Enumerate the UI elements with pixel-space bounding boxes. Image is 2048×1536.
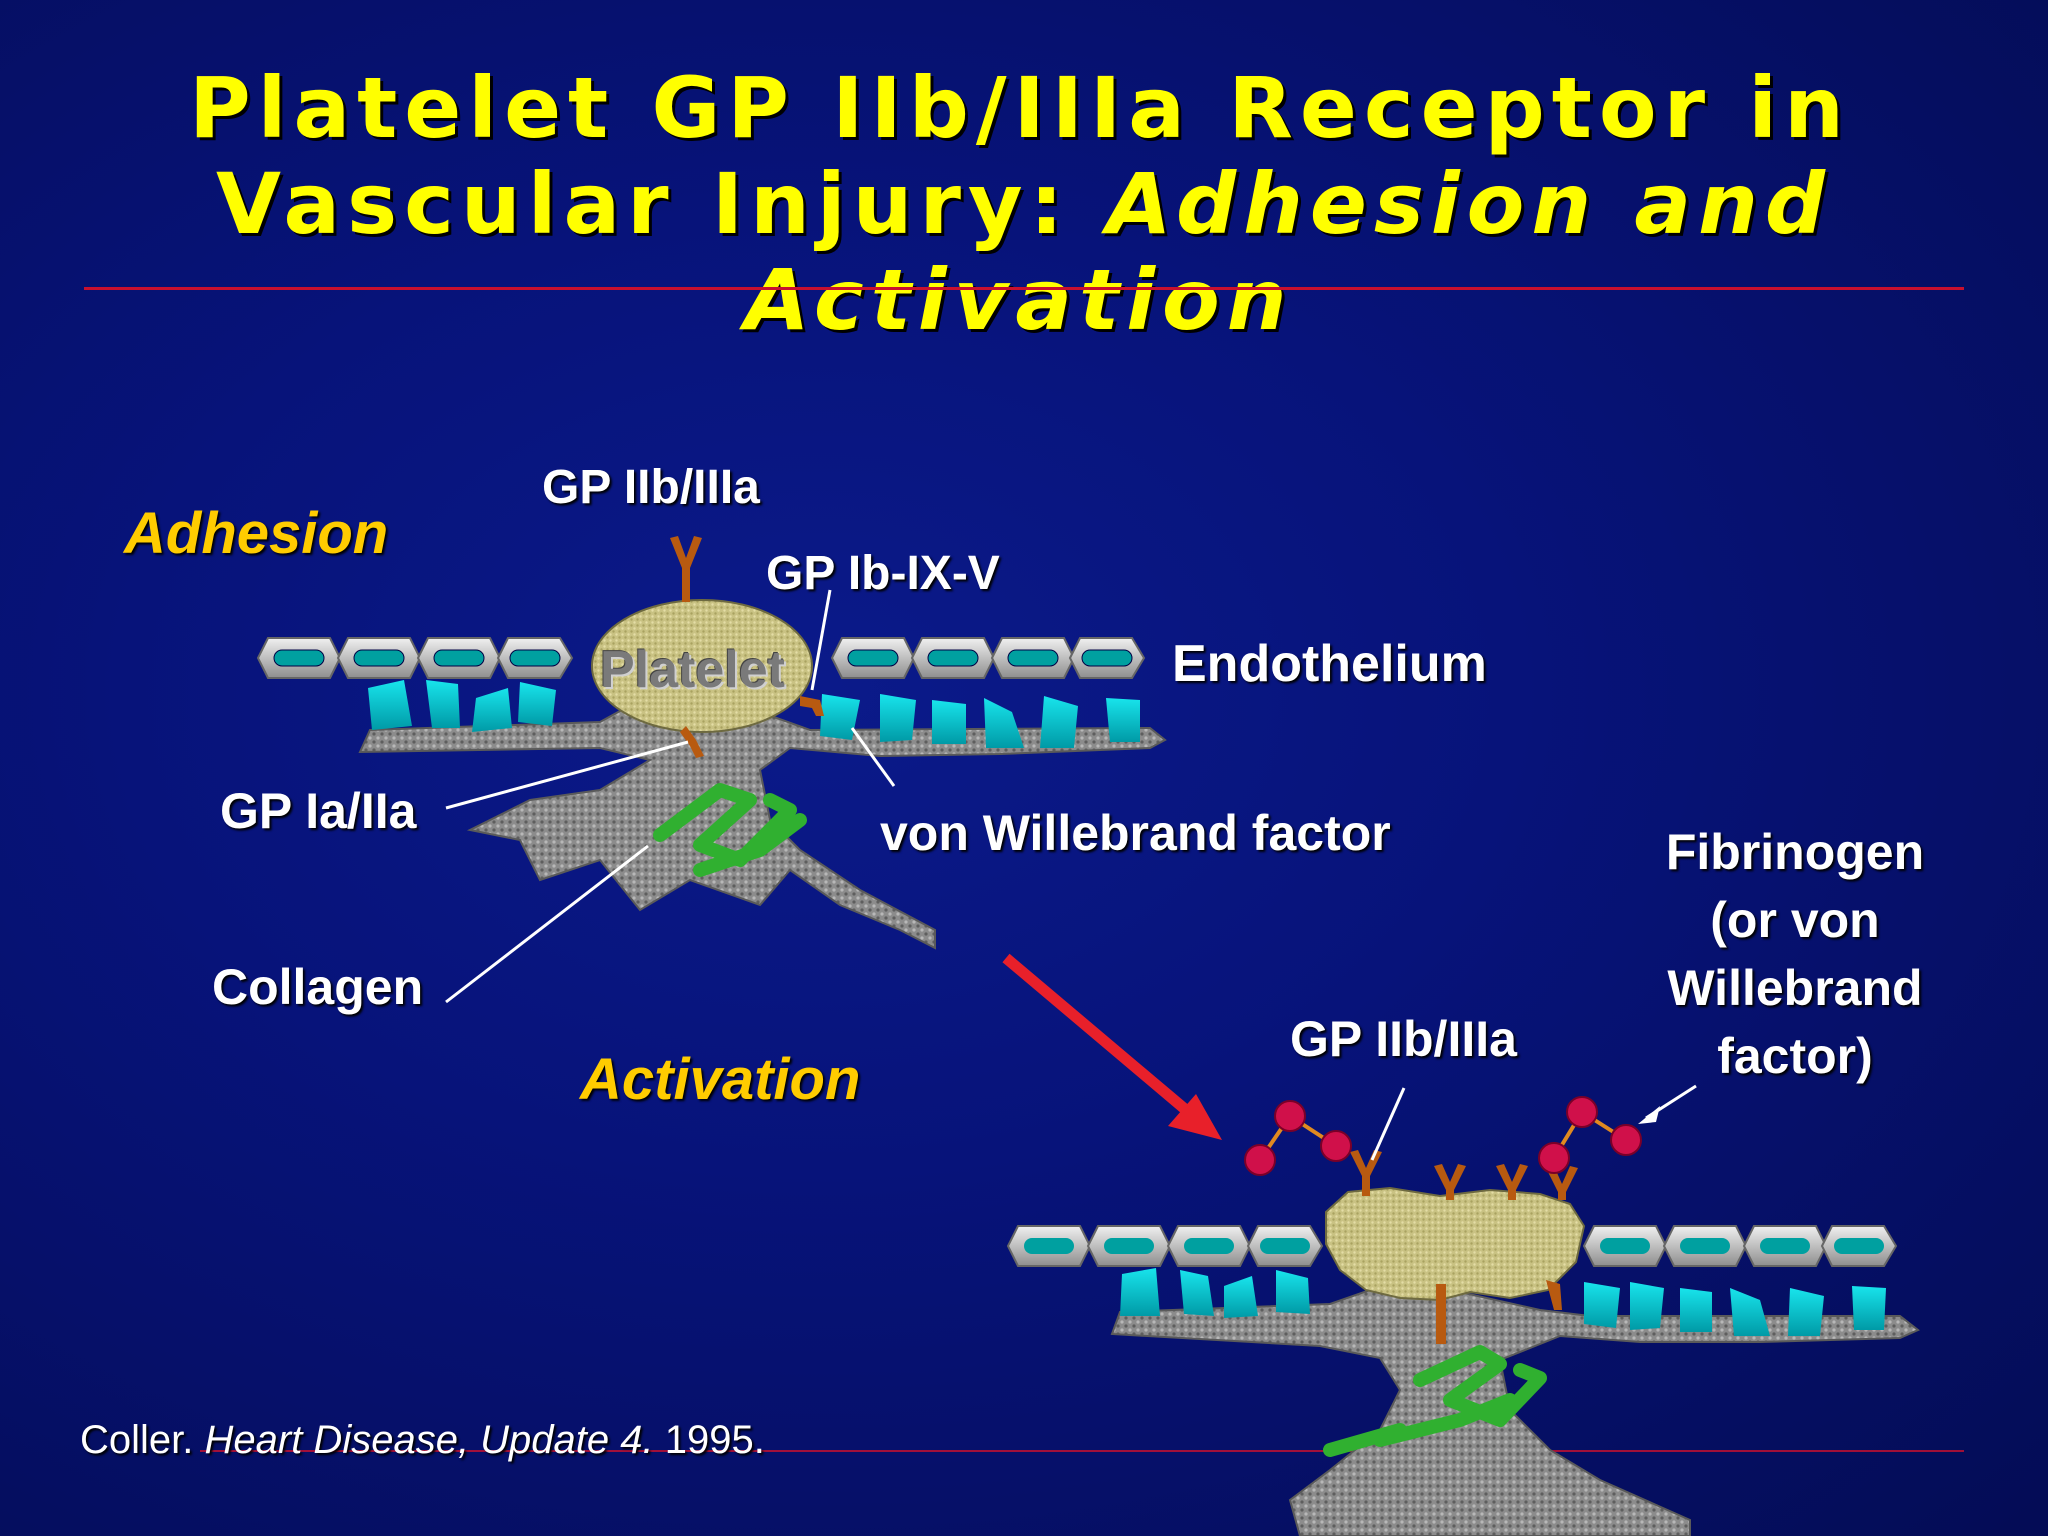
label-gp-iib-iiia-bottom: GP IIb/IIIa [1290, 1011, 1517, 1067]
title-line-3-italic: Activation [744, 251, 1294, 349]
activation-panel [1006, 1084, 1920, 1536]
fibrinogen-line-3: Willebrand [1667, 960, 1923, 1016]
gp-ia-iia-receptor-activated [1436, 1284, 1446, 1344]
endothelial-cells-right [830, 637, 1146, 679]
endothelial-cells-left-activated [1006, 1225, 1324, 1267]
label-gp-ib-ix-v: GP Ib-IX-V [766, 547, 1000, 600]
subendothelial-cells-left-activated [1120, 1268, 1310, 1318]
citation: Coller. Heart Disease, Update 4. 1995. [80, 1418, 765, 1463]
slide-title: Platelet GP IIb/IIIa Receptor in Vascula… [0, 60, 2048, 348]
citation-year: 1995. [653, 1418, 765, 1462]
fibrinogen-line-2: (or von [1710, 892, 1880, 948]
title-line-1: Platelet GP IIb/IIIa Receptor in [189, 59, 1851, 157]
gp-iib-iiia-receptors-activated [1350, 1150, 1578, 1200]
adhesion-panel [256, 536, 1167, 1004]
stage-label-adhesion: Adhesion [124, 501, 389, 566]
title-line-3: Activation [0, 252, 2048, 348]
label-fibrinogen: Fibrinogen (or von Willebrand factor) [1620, 818, 1970, 1090]
citation-source: Heart Disease, Update 4. [204, 1418, 654, 1462]
label-gp-iib-iiia-top: GP IIb/IIIa [542, 461, 760, 514]
title-divider [84, 287, 1964, 290]
gp-ib-ix-v-receptor [800, 696, 824, 716]
transition-arrow [1002, 953, 1222, 1140]
activated-platelet [1325, 1186, 1586, 1302]
label-platelet: Platelet [600, 641, 785, 699]
subendothelial-cells-right-activated [1584, 1282, 1886, 1336]
label-endothelium: Endothelium [1172, 635, 1487, 693]
fibrinogen-molecules [1244, 1096, 1642, 1176]
title-line-2-regular: Vascular Injury: [216, 155, 1107, 253]
footer-divider [200, 1450, 1964, 1452]
adhesion-leader-lines [445, 589, 896, 1004]
label-gp-ia-iia: GP Ia/IIa [220, 783, 417, 839]
collagen-fibers-activated [1323, 1345, 1547, 1457]
endothelial-cells-right-activated [1582, 1225, 1898, 1267]
subendothelial-cells-left [368, 680, 556, 732]
fibrinogen-arrowhead [1638, 1106, 1660, 1124]
label-von-willebrand-factor: von Willebrand factor [880, 805, 1391, 861]
stage-label-activation: Activation [580, 1047, 861, 1112]
title-line-2: Vascular Injury: Adhesion and [0, 156, 2048, 252]
citation-author: Coller. [80, 1418, 205, 1462]
label-collagen: Collagen [212, 959, 424, 1015]
fibrinogen-line-4: factor) [1717, 1028, 1873, 1084]
gp-iib-iiia-receptor-top [670, 536, 702, 602]
subendothelial-cells-right [820, 694, 1140, 748]
gp-ib-ix-v-receptor-activated [1546, 1280, 1562, 1310]
platelet [591, 599, 813, 733]
subendothelium-matrix [358, 694, 1167, 950]
endothelial-cells-left [256, 637, 574, 679]
collagen-fibers [653, 783, 807, 877]
fibrinogen-line-1: Fibrinogen [1665, 824, 1925, 880]
activation-leader-lines [1370, 1084, 1697, 1161]
title-line-2-italic: Adhesion and [1106, 155, 1832, 253]
gp-ia-iia-receptor [680, 726, 704, 758]
